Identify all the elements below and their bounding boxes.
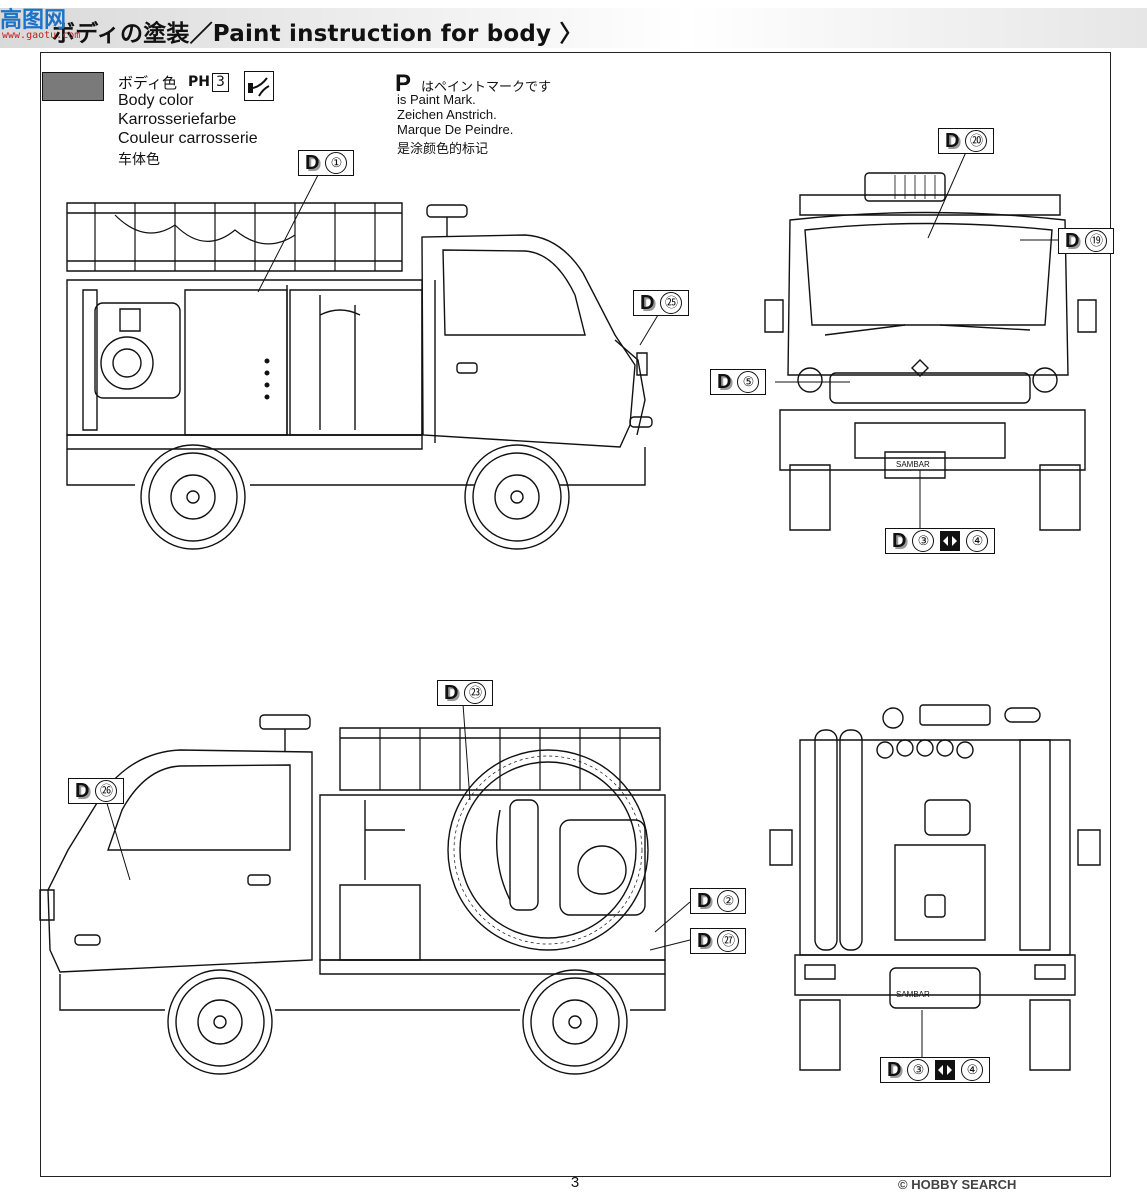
callout-number: ② [717, 890, 740, 912]
rear-plate-text: SAMBAR [896, 990, 930, 999]
body-color-swatch [42, 72, 104, 101]
callout-letter: D [945, 130, 960, 152]
callout-number: ㉕ [660, 292, 683, 314]
paint-mark-de: Zeichen Anstrich. [397, 107, 497, 122]
truck-side-view-left [55, 185, 695, 570]
paint-mark-fr: Marque De Peindre. [397, 122, 514, 137]
callout-number: ③ [912, 530, 935, 552]
callout-letter: D [1065, 230, 1080, 252]
callout-number: ④ [966, 530, 989, 552]
instruction-frame [40, 52, 1111, 1177]
site-logo-text: 高图网 [0, 8, 67, 33]
callout-letter: D [75, 780, 90, 802]
callout-number: ③ [907, 1059, 930, 1081]
truck-rear-view [765, 700, 1105, 1080]
callout-letter: D [887, 1059, 902, 1081]
paint-mark-letter: P [395, 70, 412, 97]
callout-number: ⑲ [1085, 230, 1108, 252]
callout-letter: D [305, 152, 320, 174]
mix-colors-icon [935, 1060, 956, 1080]
hobby-search-watermark: © HOBBY SEARCH [898, 1177, 1017, 1192]
page-number: 3 [570, 1174, 580, 1191]
callout-number: ㉓ [464, 682, 487, 704]
callout-letter: D [697, 930, 712, 952]
body-color-label-cn: 车体色 [118, 151, 160, 167]
page-title: ボディの塗装／Paint instruction for body 〉 [52, 21, 583, 47]
paint-code-number: 3 [211, 73, 229, 92]
site-logo[interactable]: 高图网 www.gaotu.com [0, 0, 80, 46]
header: ボディの塗装／Paint instruction for body 〉 [0, 0, 1147, 52]
body-color-label-jp: ボディ色 [118, 74, 177, 92]
callout-letter: D [444, 682, 459, 704]
paint-mark-en: is Paint Mark. [397, 92, 476, 107]
callout-letter: D [697, 890, 712, 912]
callout-number: ⑳ [965, 130, 988, 152]
callout-letter: D [892, 530, 907, 552]
callout-number: ④ [961, 1059, 984, 1081]
paint-mark-cn: 是涂颜色的标记 [397, 141, 489, 156]
callout-number: ⑤ [737, 371, 760, 393]
site-logo-domain: www.gaotu.com [2, 30, 81, 41]
truck-side-view-right [40, 710, 690, 1095]
callout-number: ① [325, 152, 348, 174]
callout-letter: D [717, 371, 732, 393]
spray-paint-icon [244, 71, 274, 101]
paint-mark-jp: はペイントマークです [421, 79, 552, 94]
front-plate-text: SAMBAR [896, 460, 930, 469]
mix-colors-icon [940, 531, 961, 551]
body-color-label-fr: Couleur carrosserie [118, 130, 258, 147]
body-color-label-de: Karrosseriefarbe [118, 111, 237, 128]
body-color-label-en: Body color [118, 92, 194, 109]
callout-number: ㉗ [717, 930, 740, 952]
callout-number: ㉖ [95, 780, 118, 802]
truck-front-view [760, 165, 1105, 545]
header-band [0, 8, 1147, 48]
paint-code-prefix: PH [188, 74, 210, 90]
callout-letter: D [640, 292, 655, 314]
